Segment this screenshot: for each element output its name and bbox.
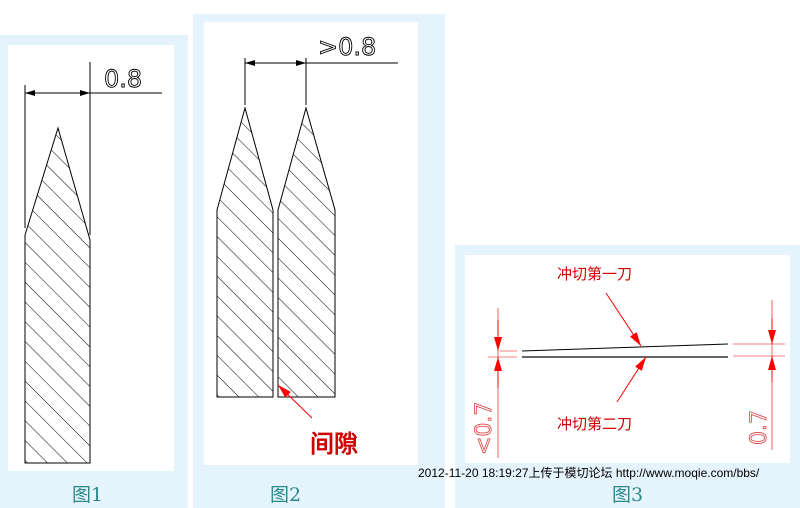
figure3-caption: 图3 xyxy=(612,484,644,506)
upload-watermark: 2012-11-20 18:19:27上传于模切论坛 http://www.mo… xyxy=(418,466,760,480)
figure2-dimension: >0.8 xyxy=(318,33,376,61)
figure1-dimension: 0.8 xyxy=(104,65,142,93)
gap-label: 间隙 xyxy=(310,429,358,458)
figure2-blades: >0.8 间隙 xyxy=(216,33,398,458)
second-cut-label: 冲切第二刀 xyxy=(557,415,632,433)
figure2-caption: 图2 xyxy=(270,484,302,506)
right-dimension: 0.7 xyxy=(747,410,772,445)
figure3-cut-diagram: 冲切第一刀 冲切第二刀 <0.7 0.7 xyxy=(472,265,785,458)
figure1-blade: 0.8 xyxy=(24,62,162,464)
left-dimension: <0.7 xyxy=(472,402,497,455)
first-cut-label: 冲切第一刀 xyxy=(557,265,632,283)
figure1-caption: 图1 xyxy=(72,484,104,506)
